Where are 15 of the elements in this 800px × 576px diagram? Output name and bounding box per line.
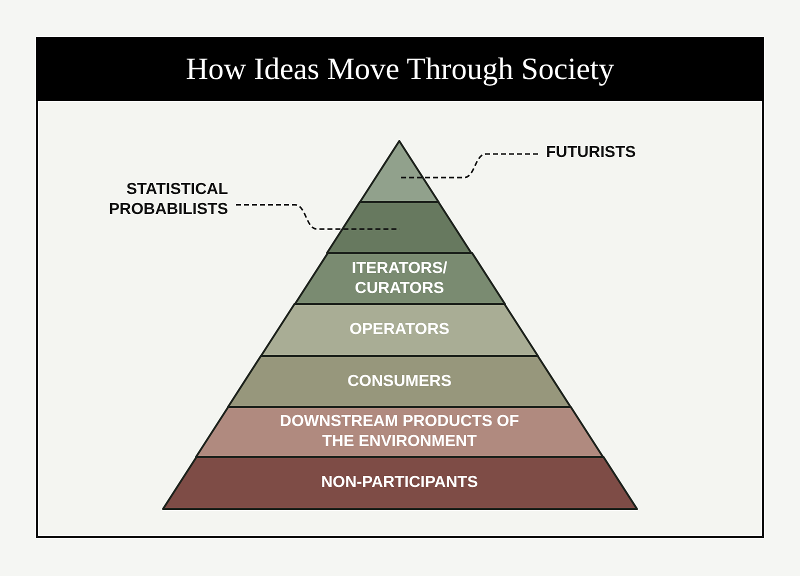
callout-label: FUTURISTS — [546, 143, 636, 163]
leader-line — [399, 153, 538, 178]
tier-label: OPERATORS — [350, 320, 450, 340]
leader-line — [236, 204, 400, 230]
pyramid-tier — [327, 202, 472, 253]
tier-label: CONSUMERS — [347, 372, 452, 392]
pyramid-tier — [360, 141, 439, 202]
callout-label: STATISTICAL PROBABILISTS — [98, 180, 228, 220]
pyramid-tier — [294, 253, 504, 304]
tier-label: NON-PARTICIPANTS — [321, 473, 478, 493]
tier-label: DOWNSTREAM PRODUCTS OF THE ENVIRONMENT — [278, 412, 520, 452]
diagram-title: How Ideas Move Through Society — [186, 51, 614, 87]
tier-label: ITERATORS/ CURATORS — [350, 258, 448, 298]
pyramid-tier — [196, 407, 603, 457]
pyramid-tier — [162, 457, 636, 509]
